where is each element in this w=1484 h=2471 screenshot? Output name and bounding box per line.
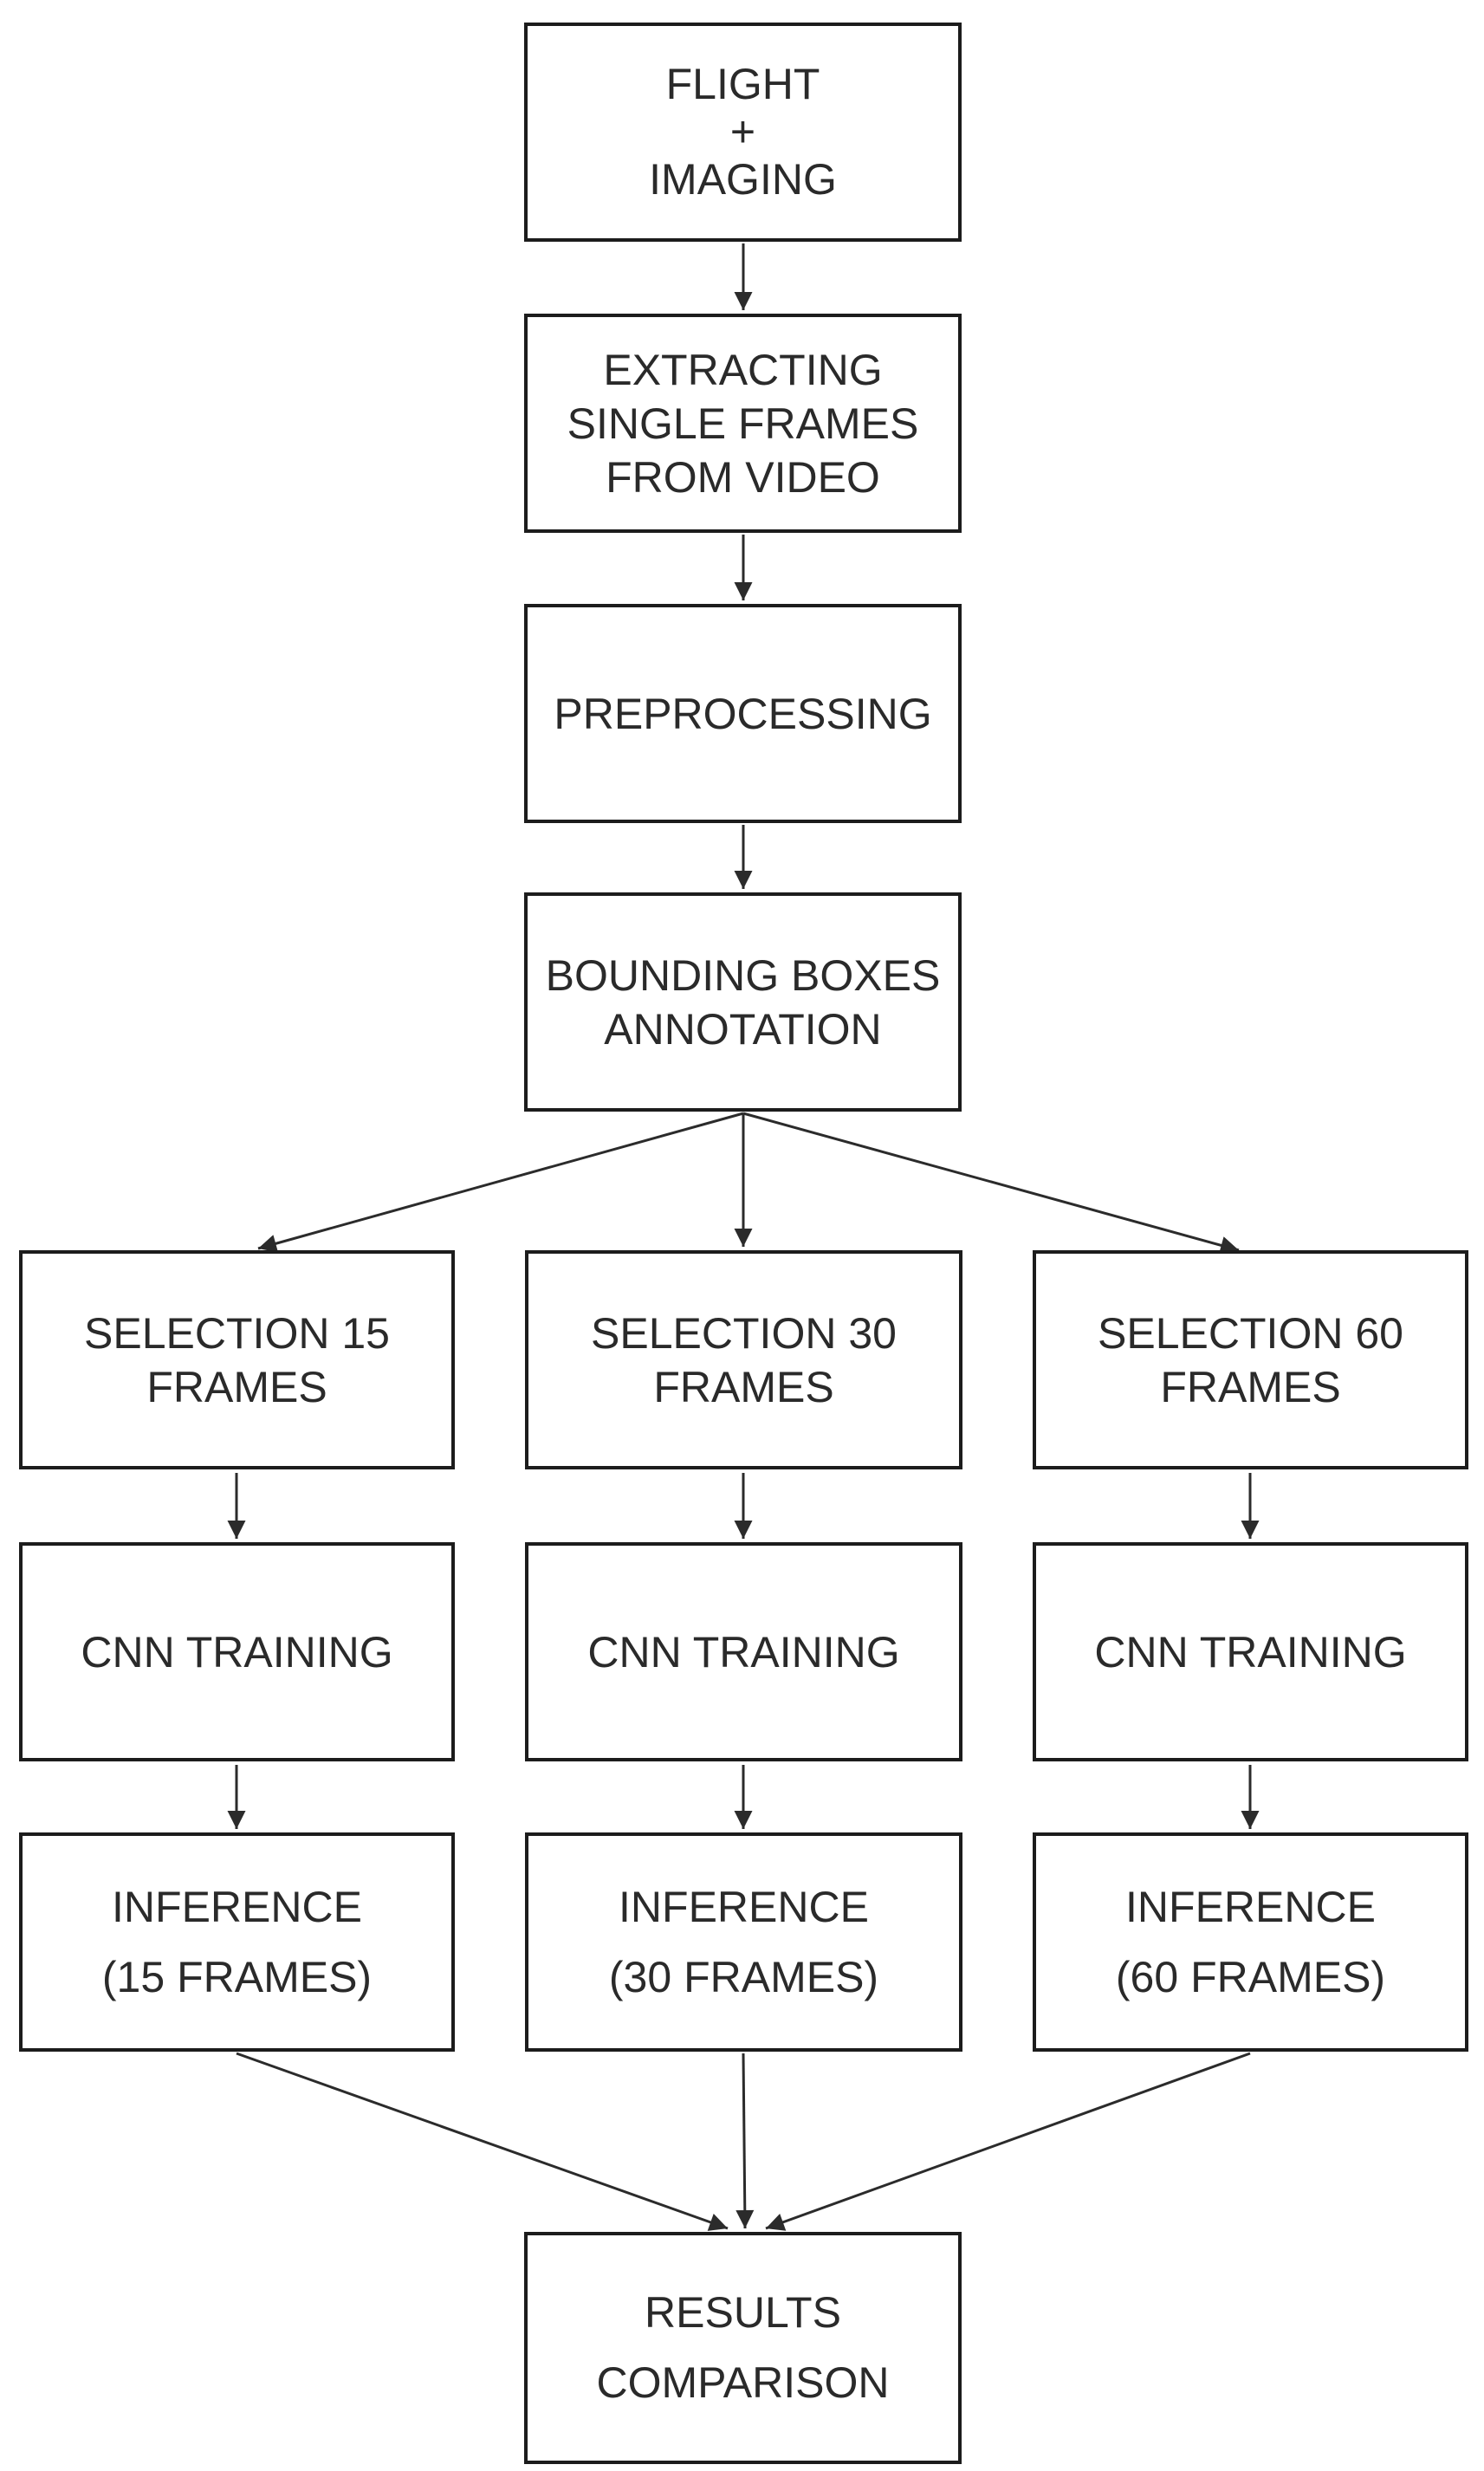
node-cnn-training-30-label: CNN TRAINING bbox=[587, 1627, 900, 1677]
node-preprocessing-label: PREPROCESSING bbox=[554, 689, 932, 738]
node-selection-60-frames-label: SELECTION 60 FRAMES bbox=[1098, 1308, 1403, 1411]
flow-arrow-inference_30-to-results_comparison bbox=[736, 2053, 755, 2229]
node-selection-30-frames-label: SELECTION 30 FRAMES bbox=[591, 1308, 897, 1411]
node-bounding-boxes-annotation: BOUNDING BOXES ANNOTATION bbox=[524, 892, 962, 1112]
node-flight-imaging: FLIGHT + IMAGING bbox=[524, 23, 962, 242]
node-selection-60-frames: SELECTION 60 FRAMES bbox=[1033, 1250, 1468, 1469]
node-cnn-training-15-label: CNN TRAINING bbox=[81, 1627, 393, 1677]
node-inference-30-frames: INFERENCE (30 FRAMES) bbox=[525, 1832, 962, 2052]
node-selection-15-frames-label: SELECTION 15 FRAMES bbox=[84, 1308, 390, 1411]
node-selection-30-frames: SELECTION 30 FRAMES bbox=[525, 1250, 962, 1469]
node-extracting-single-frames: EXTRACTING SINGLE FRAMES FROM VIDEO bbox=[524, 314, 962, 533]
node-cnn-training-60-label: CNN TRAINING bbox=[1094, 1627, 1407, 1677]
node-cnn-training-15: CNN TRAINING bbox=[19, 1542, 455, 1761]
node-cnn-training-30: CNN TRAINING bbox=[525, 1542, 962, 1761]
node-selection-15-frames: SELECTION 15 FRAMES bbox=[19, 1250, 455, 1469]
flow-arrow-inference_15-to-results_comparison bbox=[236, 2052, 729, 2231]
node-inference-60-frames-label: INFERENCE (60 FRAMES) bbox=[1115, 1882, 1386, 2001]
node-inference-30-frames-label: INFERENCE (30 FRAMES) bbox=[608, 1882, 879, 2001]
flow-arrow-bbox_annotation-to-selection_15 bbox=[257, 1112, 744, 1253]
node-flight-imaging-label: FLIGHT + IMAGING bbox=[649, 60, 837, 204]
flow-arrow-inference_60-to-results_comparison bbox=[765, 2052, 1251, 2231]
node-results-comparison: RESULTS COMPARISON bbox=[524, 2232, 962, 2464]
flow-arrow-bbox_annotation-to-selection_60 bbox=[742, 1112, 1240, 1255]
node-inference-15-frames: INFERENCE (15 FRAMES) bbox=[19, 1832, 455, 2052]
node-bounding-boxes-annotation-label: BOUNDING BOXES ANNOTATION bbox=[545, 950, 941, 1054]
node-results-comparison-label: RESULTS COMPARISON bbox=[596, 2288, 890, 2407]
node-inference-60-frames: INFERENCE (60 FRAMES) bbox=[1033, 1832, 1468, 2052]
node-preprocessing: PREPROCESSING bbox=[524, 604, 962, 823]
node-cnn-training-60: CNN TRAINING bbox=[1033, 1542, 1468, 1761]
node-inference-15-frames-label: INFERENCE (15 FRAMES) bbox=[101, 1882, 373, 2001]
node-extracting-single-frames-label: EXTRACTING SINGLE FRAMES FROM VIDEO bbox=[567, 345, 919, 502]
